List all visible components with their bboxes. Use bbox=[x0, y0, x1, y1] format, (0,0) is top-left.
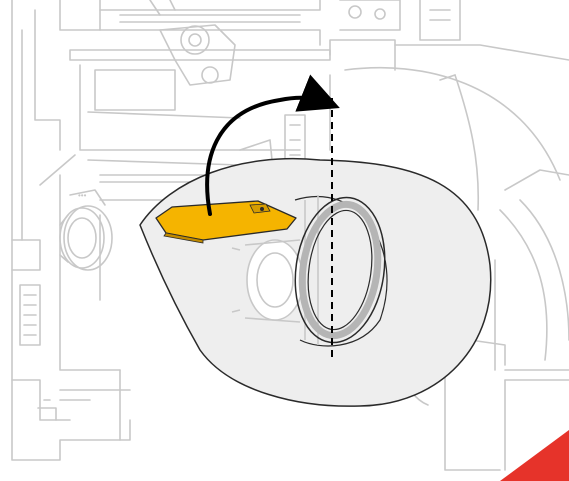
corner-tab bbox=[500, 430, 569, 481]
media-sheet bbox=[140, 159, 491, 407]
svg-text:•••: ••• bbox=[78, 191, 87, 200]
